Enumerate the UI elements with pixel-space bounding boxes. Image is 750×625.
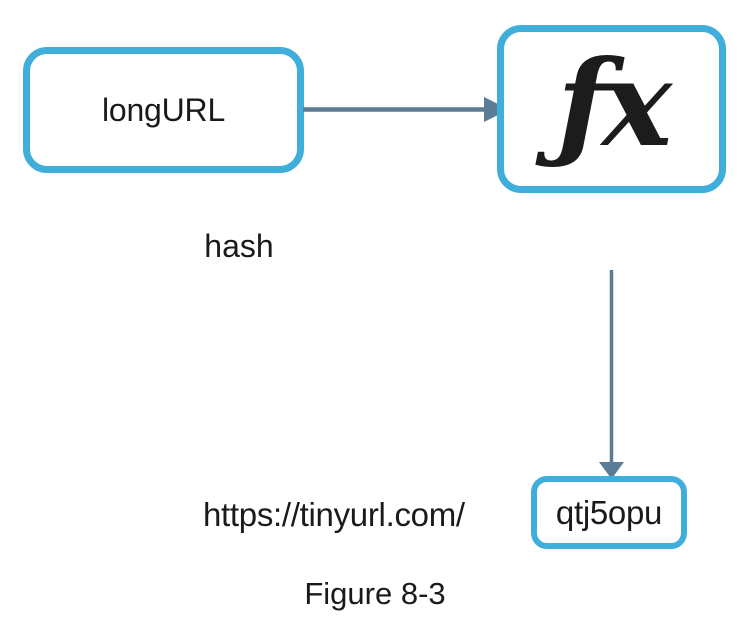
long-url-node-label: longURL xyxy=(101,92,226,128)
arrow-head xyxy=(484,97,509,122)
hash-function-node: ƒx xyxy=(497,25,726,193)
hash-edge-label: hash xyxy=(204,228,274,264)
long-url-node: longURL xyxy=(23,47,304,173)
arrow-long-url-to-function xyxy=(303,97,509,122)
short-url-prefix: https://tinyurl.com/ xyxy=(203,496,465,533)
arrow-head xyxy=(599,462,624,479)
short-code-node: qtj5opu xyxy=(531,476,687,549)
arrow-function-to-short-code xyxy=(599,270,624,479)
figure-caption: Figure 8-3 xyxy=(304,576,446,611)
function-fx-icon: ƒx xyxy=(556,34,672,173)
short-code-label: qtj5opu xyxy=(555,494,663,531)
